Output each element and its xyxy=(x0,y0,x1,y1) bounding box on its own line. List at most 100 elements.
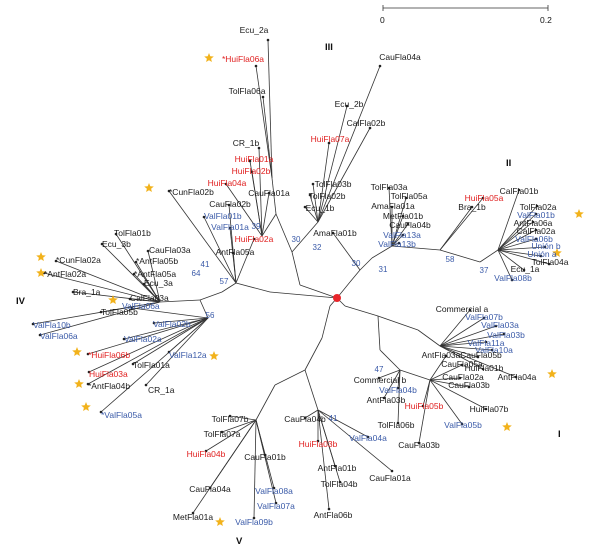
tree-branch xyxy=(391,215,404,247)
tree-branch xyxy=(497,246,546,251)
tree-branch xyxy=(317,409,393,472)
leaf-dot xyxy=(476,355,480,359)
leaf-label: HuiFla01a xyxy=(235,154,274,164)
tree-branch xyxy=(479,249,499,263)
leaf-dot xyxy=(490,348,494,352)
leaf-label: ValFla13a xyxy=(383,230,421,240)
leaf-label: HuiFla03b xyxy=(299,439,338,449)
leaf-dot xyxy=(208,486,212,490)
tree-branch xyxy=(497,221,534,251)
leaf-label: CalFla03a xyxy=(130,293,169,303)
leaf-dot xyxy=(248,159,252,163)
leaf-label: CauFla03b xyxy=(398,440,440,450)
tree-branch xyxy=(439,317,485,347)
tree-branch xyxy=(129,298,161,303)
tree-branch xyxy=(391,245,441,251)
star-icon xyxy=(547,369,557,378)
clade-label-v: V xyxy=(236,536,243,545)
leaf-label: TolFla05a xyxy=(391,191,428,201)
tree-branch xyxy=(199,291,223,301)
leaf-label: AmaFla01b xyxy=(313,228,357,238)
tree-branch xyxy=(391,223,409,247)
leaf-dot xyxy=(482,316,486,320)
leaf-label: CauFla01a xyxy=(248,188,290,198)
leaf-dot xyxy=(421,404,425,408)
leaf-label: CauFla05b xyxy=(460,350,502,360)
leaf-label: TolFla06b xyxy=(378,420,415,430)
leaf-label: ValFla10a xyxy=(475,345,513,355)
tree-branch xyxy=(304,369,319,411)
tree-branch xyxy=(147,250,161,303)
leaf-dot xyxy=(274,501,278,505)
tree-branch xyxy=(332,232,361,271)
leaf-label: AntFla01b xyxy=(318,463,357,473)
tree-branch xyxy=(55,260,161,303)
tree-branch xyxy=(101,243,161,303)
tree-branch xyxy=(235,282,271,293)
tree-branch xyxy=(497,229,537,251)
leaf-dot xyxy=(316,439,320,443)
leaf-label: CauFla01a xyxy=(369,473,411,483)
tree-branch xyxy=(497,249,550,265)
star-icon xyxy=(108,295,118,304)
clade-label-i: I xyxy=(558,429,561,440)
leaf-dot xyxy=(387,186,391,190)
leaf-dot xyxy=(406,222,410,226)
leaf-label: CalFla02b xyxy=(347,118,386,128)
leaf-label: *HuiFla06b xyxy=(88,350,130,360)
tree-branch xyxy=(304,409,319,419)
leaf-dot xyxy=(99,310,103,314)
tree-branches xyxy=(32,39,550,519)
leaf-dot xyxy=(458,376,462,380)
tree-branch xyxy=(304,206,319,223)
leaf-dot xyxy=(331,231,335,235)
tree-branch xyxy=(497,213,537,251)
tree-branch xyxy=(192,419,257,514)
leaf-dot xyxy=(534,228,538,232)
leaf-label: *HuiFla06a xyxy=(222,54,264,64)
tree-branch xyxy=(261,192,270,237)
leaf-label: *CunFla02a xyxy=(56,255,101,265)
leaf-dot xyxy=(467,385,471,389)
leaf-label: ValFla03b xyxy=(487,330,525,340)
leaf-dot xyxy=(191,511,195,515)
tree-branch xyxy=(221,282,237,293)
tree-branch xyxy=(225,183,263,237)
leaf-dot xyxy=(547,262,551,266)
star-icon xyxy=(574,209,584,218)
leaf-dot xyxy=(257,146,261,150)
tree-branch xyxy=(317,409,330,510)
tree-branch xyxy=(269,291,338,299)
leaf-dot xyxy=(86,382,90,386)
tree-branch xyxy=(359,257,373,271)
leaf-label: HuiFla03a xyxy=(89,369,128,379)
tree-branch xyxy=(312,183,319,223)
tree-branch xyxy=(317,105,348,223)
tree-branch xyxy=(88,317,209,373)
leaf-label: ValFla06a xyxy=(40,331,78,341)
leaf-label: ValFla08a xyxy=(255,486,293,496)
leaf-label: ValFla06a xyxy=(122,301,160,311)
bootstrap-value: 58 xyxy=(446,255,455,264)
tree-branch xyxy=(439,345,493,351)
leaf-dot xyxy=(131,362,135,366)
leaf-dot xyxy=(522,268,526,272)
tree-branch xyxy=(317,65,381,223)
leaf-label: *AntFla05a xyxy=(134,269,176,279)
tree-branch xyxy=(497,189,520,251)
tree-branch xyxy=(32,301,161,325)
tree-branch xyxy=(377,315,381,351)
tree-branch xyxy=(397,369,401,424)
leaf-label: Commercial b xyxy=(354,375,407,385)
leaf-dot xyxy=(345,104,349,108)
leaf-dot xyxy=(366,435,370,439)
leaf-label: CauFla04a xyxy=(189,484,231,494)
leaf-dot xyxy=(267,191,271,195)
bootstrap-value: 64 xyxy=(192,269,201,278)
tree-branch xyxy=(439,325,497,347)
leaf-dot xyxy=(263,453,267,457)
clade-labels: III II IV V I xyxy=(16,42,561,545)
leaf-label: Commercial a xyxy=(436,304,489,314)
tree-branch xyxy=(377,315,419,331)
